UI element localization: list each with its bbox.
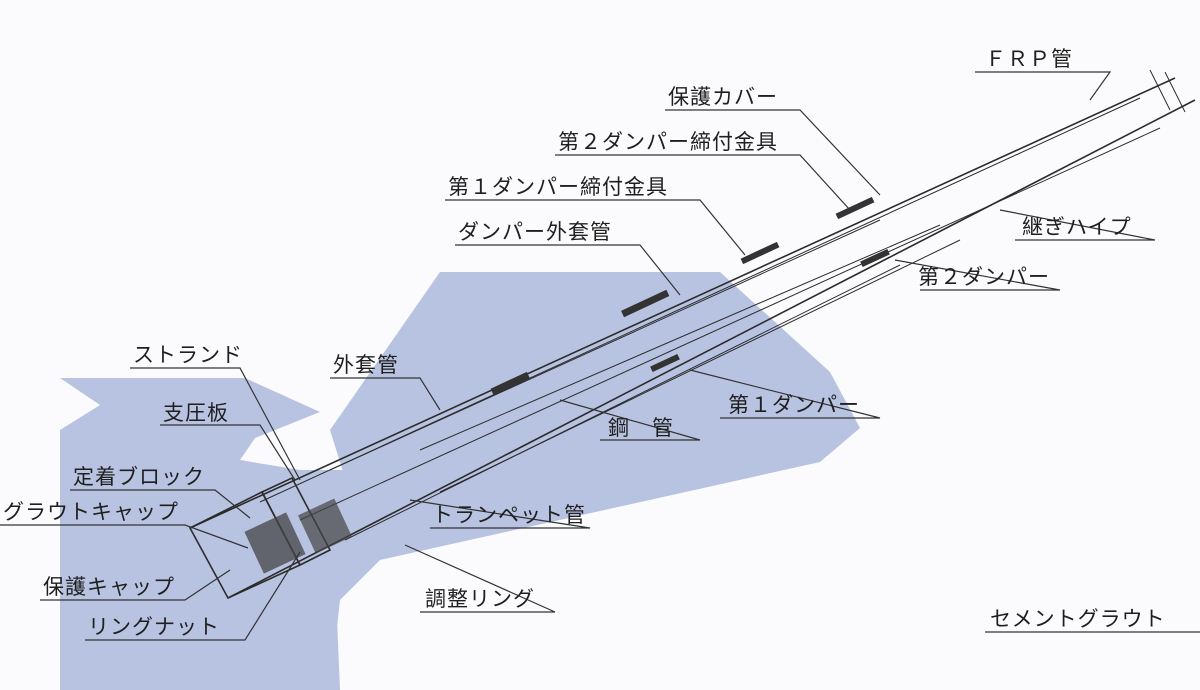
label-damper-outer-sleeve: ダンパー外套管 [458, 220, 612, 244]
label-steel-pipe: 鋼 管 [608, 416, 674, 440]
label-cement-grout: セメントグラウト [990, 607, 1166, 631]
label-adjusting-ring: 調整リング [425, 587, 535, 611]
label-ring-nut: リングナット [88, 615, 220, 639]
label-second-damper: 第２ダンパー [918, 265, 1050, 289]
leader-lines [0, 71, 1200, 641]
label-strand: ストランド [133, 343, 243, 367]
label-protective-cover: 保護カバー [668, 85, 778, 109]
label-protective-cap: 保護キャップ [43, 575, 175, 599]
label-first-damper-clamp: 第１ダンパー締付金具 [448, 175, 668, 199]
label-bearing-plate: 支圧板 [163, 401, 229, 425]
concrete-body [60, 272, 860, 690]
label-outer-sleeve: 外套管 [333, 353, 399, 377]
label-grout-cap: グラウトキャップ [3, 500, 179, 524]
label-first-damper: 第１ダンパー [728, 393, 860, 417]
label-anchor-block: 定着ブロック [73, 465, 205, 489]
anchor-block-hatch [244, 498, 353, 574]
label-frp-pipe: ＦＲＰ管 [985, 47, 1073, 71]
label-trumpet-pipe: トランペット管 [432, 503, 586, 527]
label-second-damper-clamp: 第２ダンパー締付金具 [558, 130, 778, 154]
label-joint-pipe: 継ぎハイプ [1022, 215, 1132, 239]
cable-pipe-assembly [188, 69, 1196, 600]
